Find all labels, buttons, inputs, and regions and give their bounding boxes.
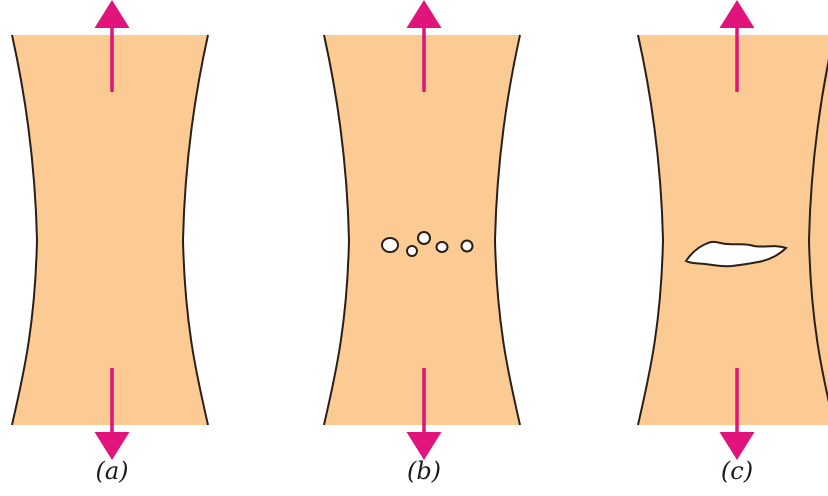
microvoid <box>407 246 417 256</box>
specimen-a-body <box>12 35 208 425</box>
specimen-b-body <box>324 35 520 425</box>
microvoid <box>418 232 430 244</box>
specimen-c-body <box>638 35 828 425</box>
panel-label-a: (a) <box>82 456 142 486</box>
microvoid <box>462 241 473 252</box>
specimen-a <box>12 14 208 446</box>
microvoid <box>437 242 448 252</box>
specimen-b <box>324 14 520 446</box>
panel-label-b: (b) <box>394 456 454 486</box>
microvoid <box>382 238 398 252</box>
specimen-c <box>638 14 828 446</box>
panel-label-c: (c) <box>707 456 767 486</box>
